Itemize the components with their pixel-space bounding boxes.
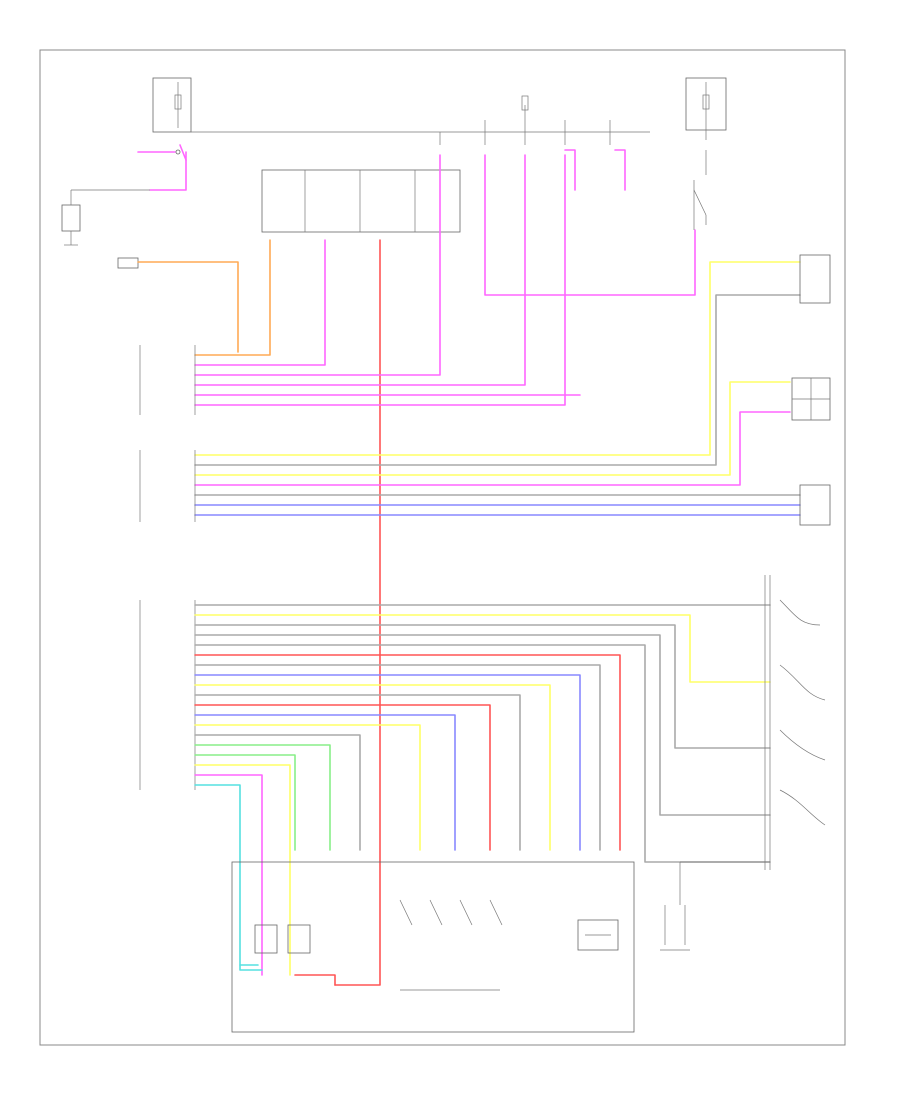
diagram-frame — [39, 49, 846, 1046]
wire-gray-l14 — [194, 734, 361, 851]
wire-blue-l8 — [194, 674, 581, 851]
wire-pink-3 — [484, 154, 696, 296]
wire-pink-5 — [194, 154, 566, 406]
wire-cyan-bottom — [239, 964, 263, 971]
wire-yellow-l2 — [194, 614, 771, 683]
wire-orange-top — [194, 239, 271, 356]
wire-blue-l12 — [194, 714, 456, 851]
wire-pink-1 — [194, 239, 326, 366]
wire-red-vertical — [334, 239, 381, 986]
pcm-connector-lower — [139, 600, 196, 790]
wire-gray-l5 — [194, 644, 771, 863]
sensor-connector-mid — [791, 377, 831, 421]
wire-pink-7 — [614, 149, 626, 191]
dimmer-sensor — [61, 189, 150, 246]
wire-gray-right — [194, 294, 801, 466]
wire-pink-2 — [194, 154, 441, 376]
wire-pink-mid — [194, 411, 791, 486]
wire-yellow-l13 — [194, 724, 421, 851]
wire-gray-l3 — [194, 624, 771, 749]
ignition-switch — [137, 144, 187, 191]
transmission-range-switch — [679, 575, 826, 905]
wire-yellow-l17 — [194, 764, 291, 976]
wire-pink-l18 — [194, 774, 263, 976]
automatic-transmission-box — [231, 861, 635, 1033]
wire-green-l16 — [194, 754, 296, 851]
wire-cyan-l19 — [194, 784, 259, 966]
wire-gray-l7 — [194, 664, 601, 851]
wire-red-l11 — [194, 704, 491, 851]
ground-symbol — [660, 905, 690, 951]
fuse-block-left — [152, 77, 192, 133]
speed-sensor-connector — [799, 484, 831, 526]
pressure-control-solenoid — [254, 924, 311, 954]
wire-yellow-right — [194, 261, 801, 456]
pcm-connector-upper — [139, 345, 196, 415]
wire-yellow-l9 — [194, 684, 551, 851]
pcm-connector-middle — [139, 450, 196, 522]
brake-switch — [693, 150, 707, 230]
wire-green-l15 — [194, 744, 331, 851]
position-lamp-connector — [117, 257, 239, 353]
wire-gray-l10 — [194, 694, 521, 851]
right-connector-top — [799, 254, 831, 304]
wire-red-l6 — [194, 654, 621, 851]
wire-pink-6 — [564, 149, 576, 191]
shift-solenoid-switches — [399, 899, 503, 991]
body-control-module-top — [261, 169, 461, 233]
wire-red-bottom — [294, 974, 336, 986]
wire-gray-l4 — [194, 634, 771, 816]
wire-pink-4 — [194, 154, 526, 386]
fuse-block-center — [439, 95, 611, 145]
wire-yellow-mid — [194, 381, 791, 476]
fluid-temp-sensor — [577, 919, 619, 951]
fuse-block-right — [685, 77, 727, 140]
